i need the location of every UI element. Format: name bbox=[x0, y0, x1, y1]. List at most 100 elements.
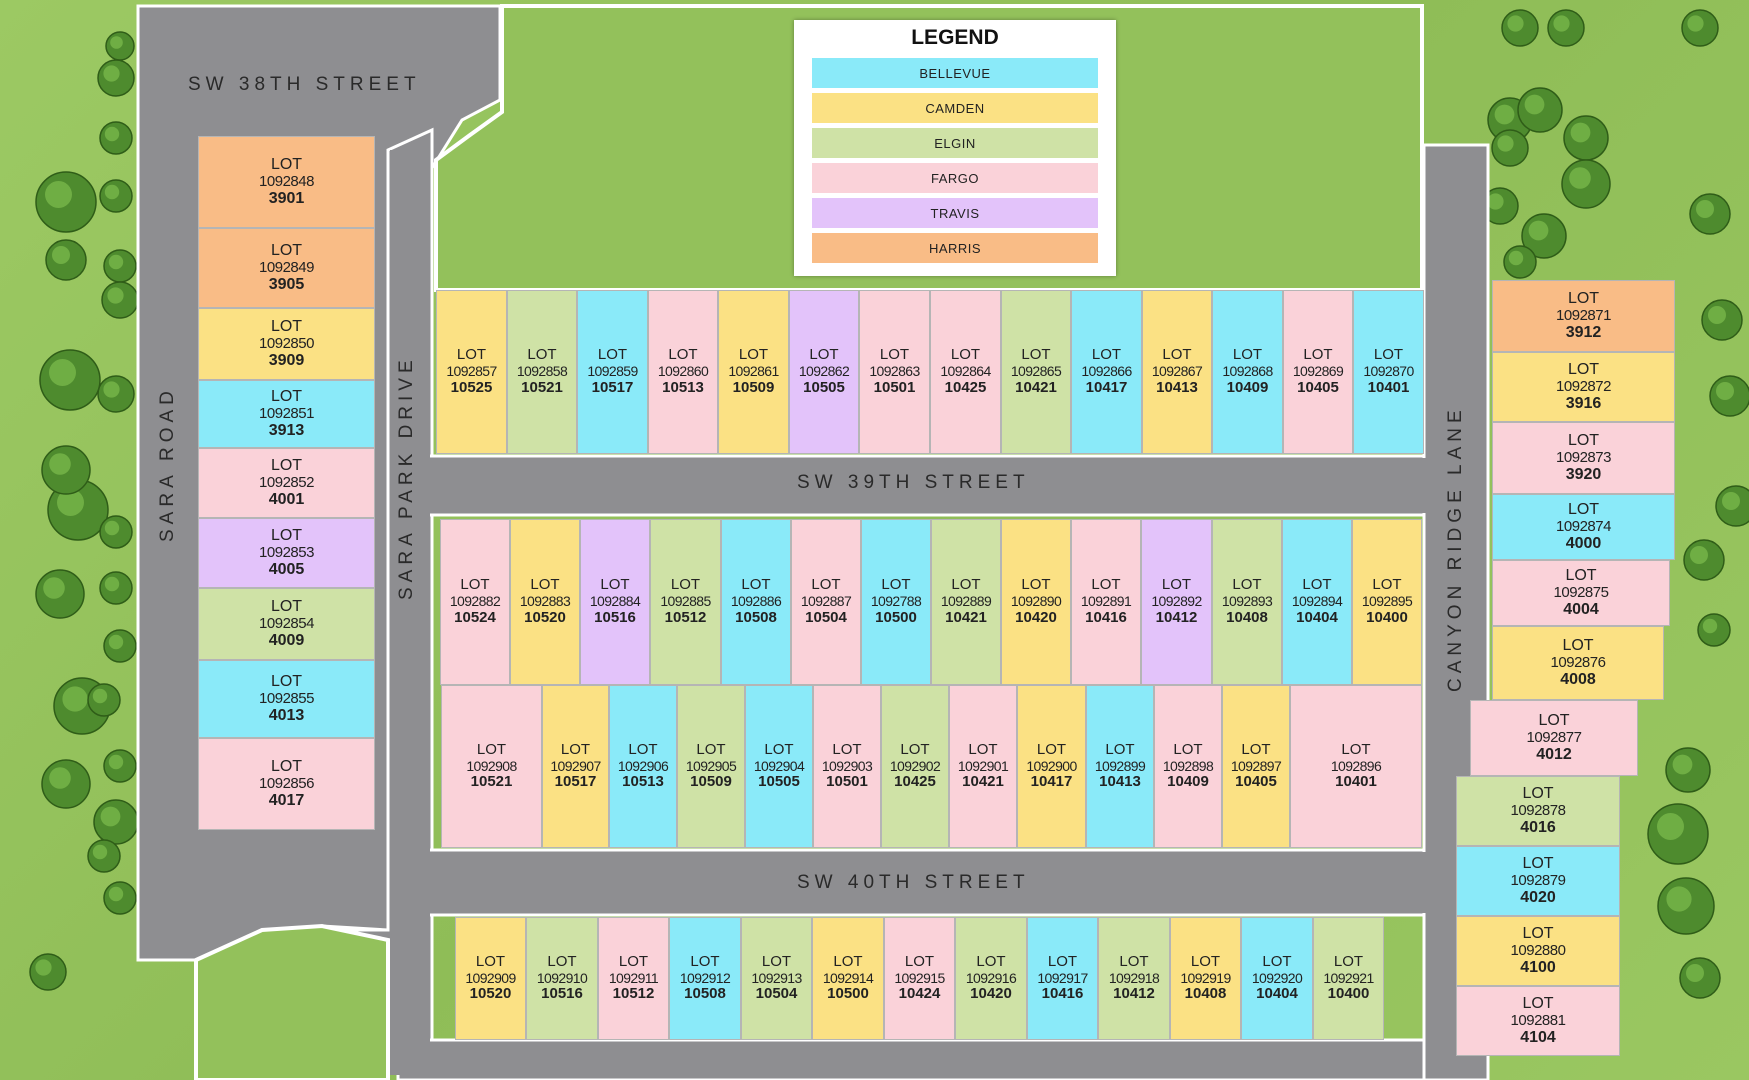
legend-item-harris: HARRIS bbox=[812, 233, 1098, 263]
lot-number: 1092901 bbox=[957, 757, 1009, 774]
lot-word: LOT bbox=[618, 952, 649, 970]
lot-address: 10409 bbox=[1226, 378, 1269, 396]
lot-address: 10425 bbox=[944, 378, 987, 396]
tree-highlight-icon bbox=[52, 246, 70, 264]
lot-word: LOT bbox=[1161, 576, 1192, 594]
lot-number: 1092891 bbox=[1080, 593, 1132, 610]
lot-address: 10413 bbox=[1099, 773, 1141, 791]
lot-word: LOT bbox=[1567, 289, 1600, 307]
lot-number: 1092881 bbox=[1510, 1011, 1566, 1029]
lot-address: 10524 bbox=[454, 608, 496, 626]
lot-word: LOT bbox=[976, 952, 1006, 970]
legend-title: LEGEND bbox=[911, 26, 999, 49]
tree-highlight-icon bbox=[1702, 618, 1718, 634]
lot-address: 4001 bbox=[268, 491, 305, 509]
street-label-sw39: SW 39TH STREET bbox=[797, 472, 1030, 493]
tree-highlight-icon bbox=[1508, 250, 1524, 266]
lot-word: LOT bbox=[1373, 346, 1404, 364]
lot-address: 10401 bbox=[1367, 378, 1410, 396]
lot-address: 4017 bbox=[268, 792, 305, 810]
lot-word: LOT bbox=[904, 952, 935, 970]
lot-number: 1092900 bbox=[1026, 757, 1077, 774]
lot-address: 4004 bbox=[1563, 601, 1599, 619]
lot-address: 10500 bbox=[875, 608, 917, 626]
lot-number: 1092920 bbox=[1251, 969, 1303, 986]
